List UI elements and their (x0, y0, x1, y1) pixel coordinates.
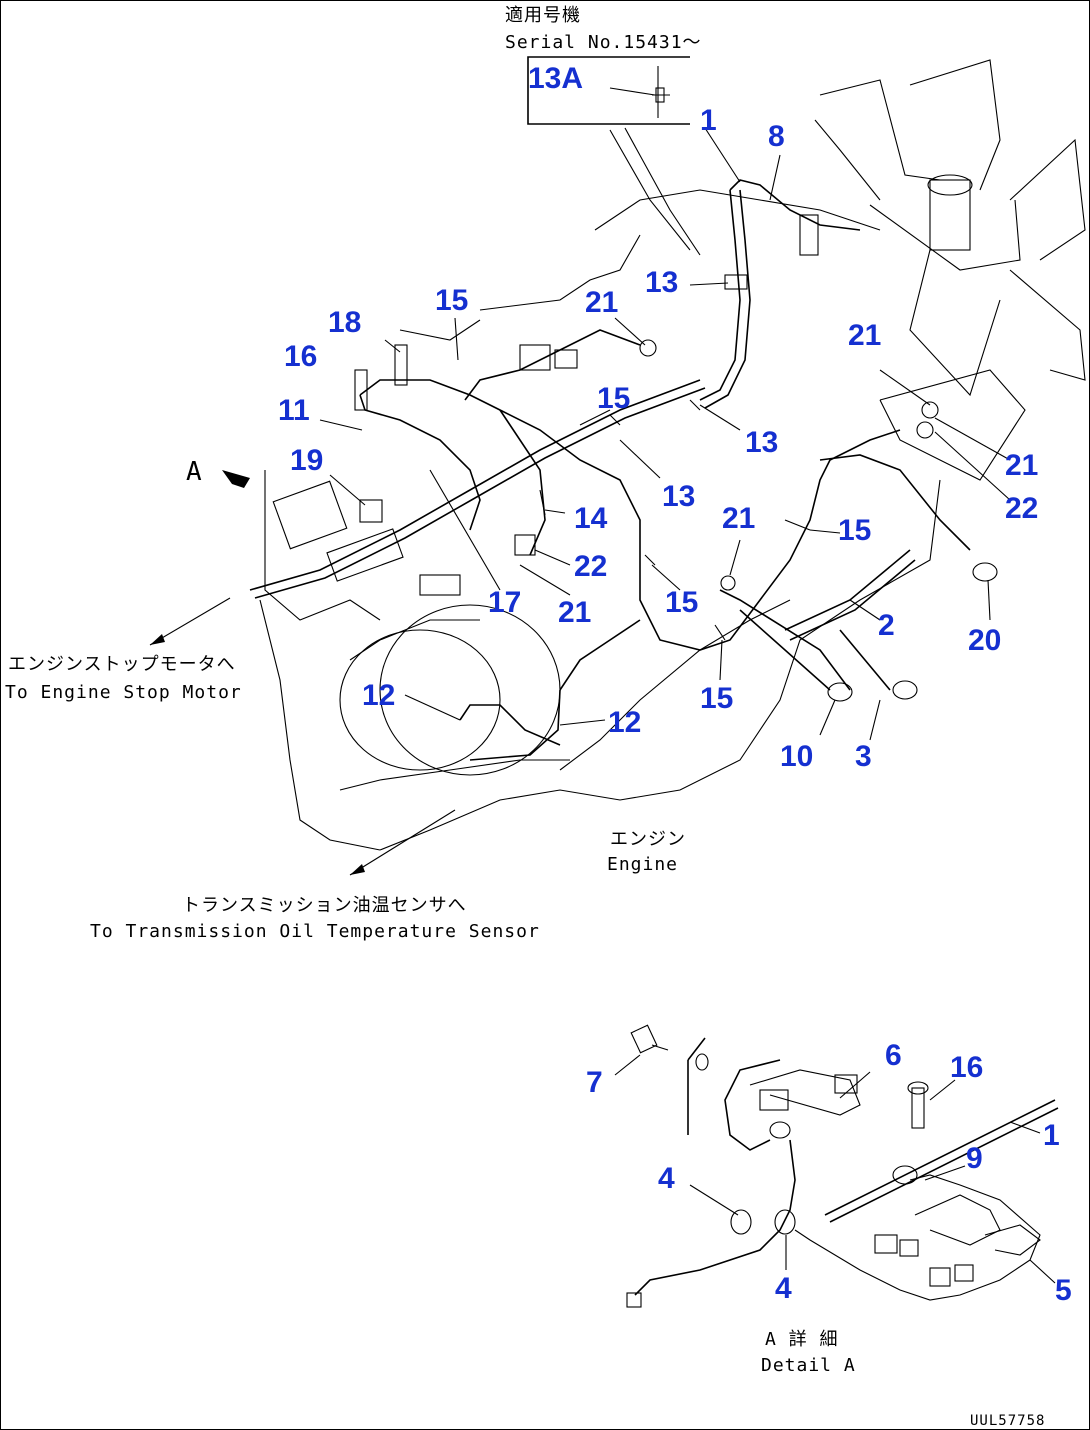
engine-label-en: Engine (607, 854, 678, 875)
serial-label-jp: 適用号機 (505, 5, 581, 26)
callout-21: 21 (585, 286, 618, 319)
callout-5: 5 (1055, 1274, 1072, 1307)
fan-assembly (814, 59, 1086, 481)
callout-18: 18 (328, 306, 361, 339)
drawing-code: UUL57758 (970, 1413, 1045, 1429)
view-arrow-label: A (186, 457, 203, 487)
outgoing-leads (149, 597, 456, 876)
callout-22: 22 (1005, 492, 1038, 525)
callout-16: 16 (950, 1051, 983, 1084)
callout-21: 21 (1005, 449, 1038, 482)
callout-4: 4 (775, 1272, 792, 1305)
callout-15: 15 (435, 284, 468, 317)
callout-11: 11 (278, 394, 310, 427)
callout-21: 21 (722, 502, 755, 535)
serial-label-en: Serial No.15431～ (505, 32, 702, 53)
callout-20: 20 (968, 624, 1001, 657)
callout-15: 15 (700, 682, 733, 715)
trans-sensor-label-jp: トランスミッション油温センサへ (182, 895, 467, 916)
callout-6: 6 (885, 1039, 902, 1072)
engine-outline (259, 127, 941, 851)
callout-10: 10 (780, 740, 813, 773)
callout-17: 17 (488, 586, 521, 619)
callout-15: 15 (665, 586, 698, 619)
harness-lines (249, 179, 971, 761)
callout-2: 2 (878, 609, 895, 642)
detail-label-jp: A 詳 細 (765, 1329, 839, 1350)
detail-a-drawing (614, 1024, 1059, 1308)
callout-21: 21 (558, 596, 591, 629)
callout-22: 22 (574, 550, 607, 583)
callout-3: 3 (855, 740, 872, 773)
callout-1: 1 (700, 104, 717, 137)
leader-lines (319, 127, 1011, 741)
engine-label-jp: エンジン (610, 829, 686, 850)
bolt-16-shape (354, 369, 368, 411)
callout-4: 4 (658, 1162, 675, 1195)
callout-16: 16 (284, 340, 317, 373)
callout-15: 15 (597, 382, 630, 415)
callout-7: 7 (586, 1066, 603, 1099)
callout-9: 9 (966, 1142, 983, 1175)
callout-13: 13 (645, 266, 678, 299)
callout-21: 21 (848, 319, 881, 352)
callout-13a: 13A (528, 62, 583, 95)
callout-13: 13 (745, 426, 778, 459)
callout-8: 8 (768, 120, 785, 153)
callout-19: 19 (290, 444, 323, 477)
bolt-18-shape (394, 344, 408, 386)
view-arrow-icon (222, 470, 250, 488)
callout-15: 15 (838, 514, 871, 547)
bolt-19-shape (359, 499, 383, 523)
trans-sensor-label-en: To Transmission Oil Temperature Sensor (90, 921, 540, 942)
stop-motor-label-jp: エンジンストップモータへ (8, 654, 236, 675)
components (272, 214, 998, 702)
callout-14: 14 (574, 502, 608, 535)
callout-12: 12 (362, 679, 395, 712)
inset-13a-box (527, 56, 690, 125)
stop-motor-label-en: To Engine Stop Motor (5, 682, 242, 703)
callout-13: 13 (662, 480, 695, 513)
detail-label-en: Detail A (761, 1355, 856, 1376)
callout-12: 12 (608, 706, 641, 739)
callout-1: 1 (1043, 1119, 1060, 1152)
